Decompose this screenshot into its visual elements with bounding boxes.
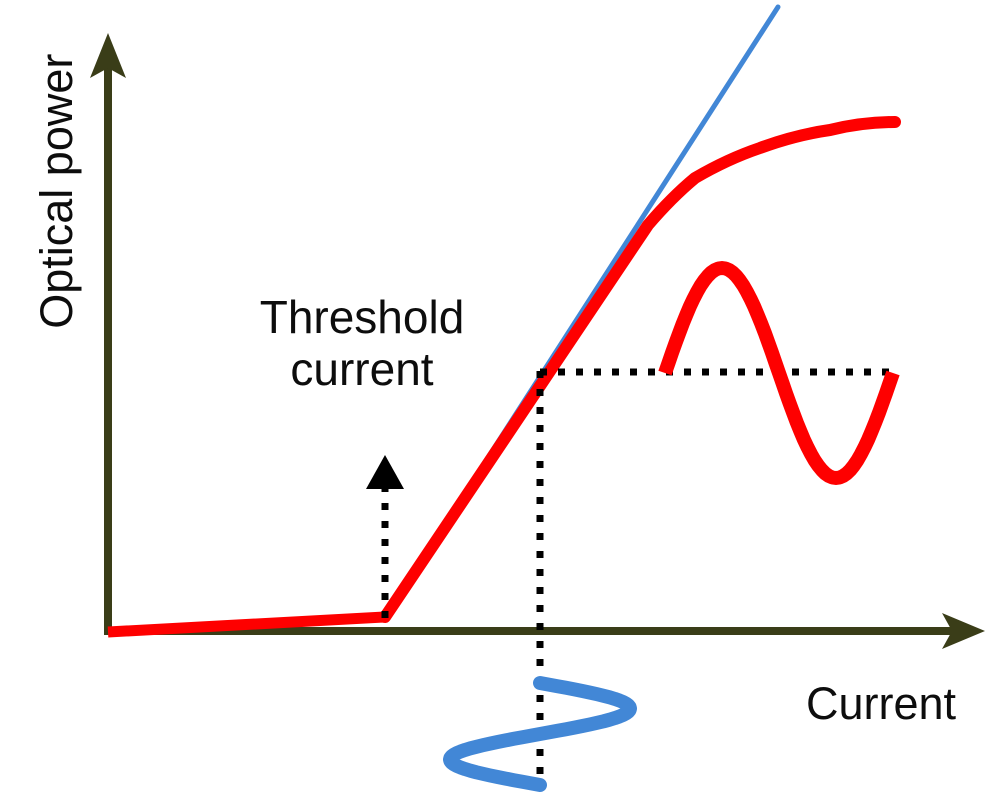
input-current-modulation-waveform bbox=[443, 676, 637, 792]
threshold-arrowhead-icon bbox=[366, 455, 404, 489]
x-axis-label: Current bbox=[806, 678, 957, 729]
li-curve-above-threshold bbox=[379, 116, 901, 623]
threshold-label-line1: Threshold bbox=[259, 291, 465, 343]
axes-group bbox=[90, 33, 985, 649]
input-sine-path bbox=[443, 676, 637, 792]
y-axis-label: Optical power bbox=[30, 53, 82, 329]
threshold-label-line2: current bbox=[290, 342, 434, 395]
bias-construction-lines bbox=[536, 368, 896, 790]
x-axis-arrowhead bbox=[942, 613, 985, 649]
output-sine-path bbox=[658, 261, 900, 485]
li-curve-group bbox=[107, 116, 901, 638]
output-optical-modulation-waveform bbox=[658, 261, 900, 485]
y-axis-arrowhead bbox=[90, 33, 126, 78]
threshold-current-marker bbox=[366, 455, 404, 618]
li-curve-below-threshold bbox=[107, 611, 386, 638]
